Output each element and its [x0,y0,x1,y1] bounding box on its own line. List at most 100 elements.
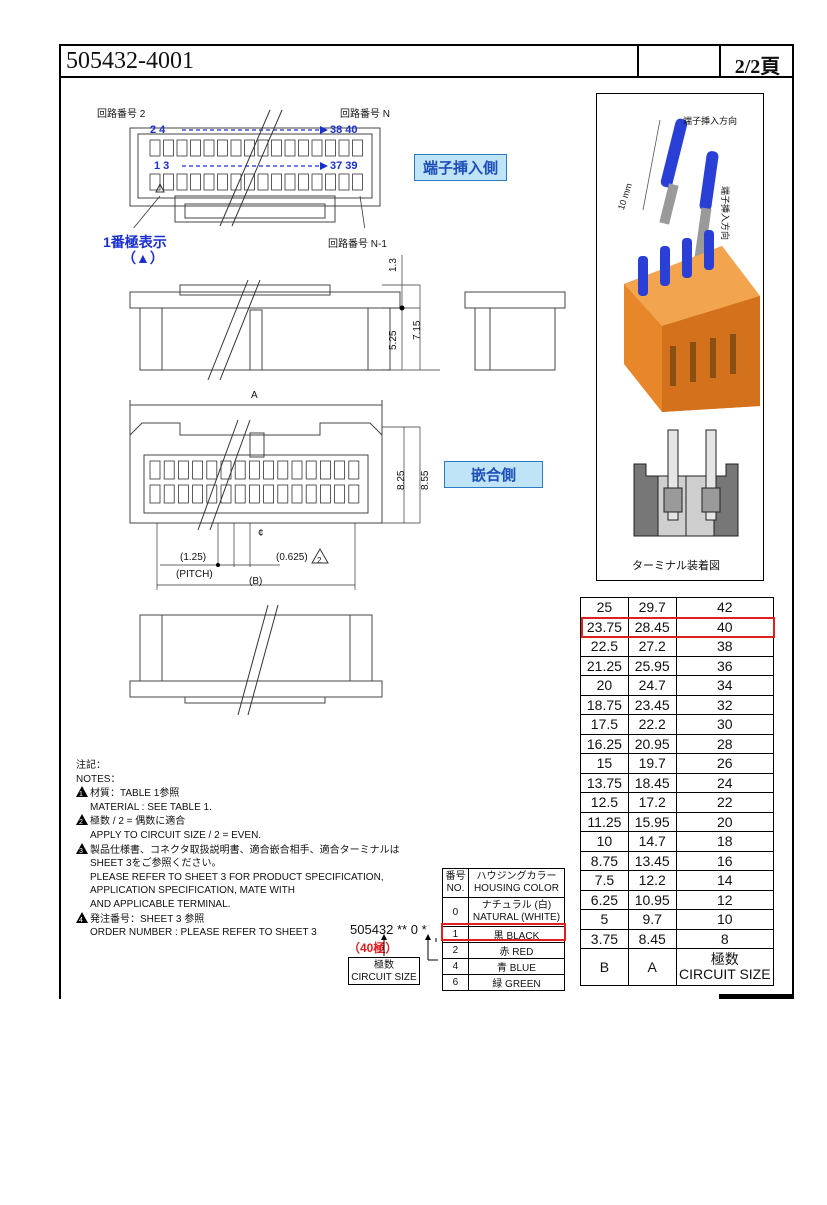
terminal-slot [244,173,255,191]
cell-b: 10 [580,831,629,852]
cell-a: 29.7 [627,597,677,618]
mating-slot [348,484,360,504]
document-number: 505432-4001 [66,48,194,74]
cell-b: 5 [580,909,629,930]
cell-a: 13.45 [627,850,677,871]
cell-circuit-size: 24 [675,772,775,793]
mating-slot [291,484,303,504]
cell-circuit-size: 36 [675,655,775,676]
cell-circuit-size: 42 [675,597,775,618]
cell-a: 12.2 [627,870,677,891]
highlight-black-color [441,923,566,941]
terminal-side-label: 端子挿入側 [414,154,508,181]
cell-b: 22.5 [580,636,629,657]
mating-slot [277,484,289,504]
terminal-mount-caption: ターミナル装着図 [632,560,720,572]
cell-b: 8.75 [580,850,629,871]
cell-circuit-size: 18 [675,831,775,852]
circuit-2-label: 回路番号 2 [97,109,146,120]
mating-slot [291,460,303,480]
mating-slot [220,460,232,480]
mating-slot [234,484,246,504]
cell-a: 24.7 [627,675,677,696]
terminal-slot [244,139,255,157]
order-size-jp: 極数 [374,960,394,971]
cell-b: 6.25 [580,889,629,910]
cell-b: 25 [580,597,629,618]
dim-5-25: 5.25 [388,330,399,350]
terminal-slot [203,139,215,157]
color-row-red: 2 赤 RED [442,942,566,959]
mating-slot [178,484,189,504]
note-3-en-2: APPLICATION SPECIFICATION, MATE WITH [90,885,296,897]
cell-b: 21.25 [580,655,629,676]
cell-circuit-size: 34 [675,675,775,696]
terminal-slot [149,139,161,157]
terminal-slot [284,173,296,191]
mating-slot [149,484,161,504]
pole1-marker-label: （▲） [122,250,164,266]
cell-a: 27.2 [627,636,677,657]
note-3-en-1: PLEASE REFER TO SHEET 3 FOR PRODUCT SPEC… [90,871,384,883]
terminal-slot [271,139,282,157]
cell-a: 14.7 [627,831,677,852]
terminal-slot [271,173,282,191]
even-end-label: 38 40 [330,124,358,136]
cell-b: 16.25 [580,733,629,754]
even-start-label: 2 4 [150,124,166,136]
mating-slot [305,460,317,480]
bottom-view-drawing [129,605,383,715]
cell-circuit-size: 20 [675,811,775,832]
mating-slot [319,460,331,480]
cell-circuit-size: 30 [675,714,775,735]
mating-slot [234,460,246,480]
note-3-jp-1: 製品仕様書、コネクタ取扱説明書、適合嵌合相手、適合ターミナルは [90,844,400,856]
cell-b: 12.5 [580,792,629,813]
mating-slot [319,484,331,504]
cell-a: 8.45 [627,928,677,949]
cell-a: 25.95 [627,655,677,676]
cell-a: 20.95 [627,733,677,754]
note-3-en-3: AND APPLICABLE TERMINAL. [90,898,231,910]
mating-slot [192,460,203,480]
dim-7-15: 7.15 [412,320,423,340]
cell-circuit-size: 14 [675,870,775,891]
mating-slot [334,484,346,504]
note-1-jp: 材質：TABLE 1参照 [90,788,180,800]
mating-slot [220,484,232,504]
highlight-40-circuits [581,617,775,638]
insert-direction-label: 端子挿入方向 [683,116,738,126]
dim-a: A [251,390,258,401]
terminal-slot [149,173,161,191]
terminal-slot [163,139,174,157]
pitch-label: (PITCH) [176,569,213,580]
mating-slot [305,484,317,504]
note-2-en: APPLY TO CIRCUIT SIZE / 2 = EVEN. [90,829,262,841]
cell-a: 15.95 [627,811,677,832]
header-divider [719,44,721,78]
terminal-slot [190,139,201,157]
cell-circuit-size: 26 [675,753,775,774]
cell-circuit-size: 12 [675,889,775,910]
terminal-slot [257,139,269,157]
note-triangle-icon: 1 [76,786,88,798]
terminal-slot [203,173,215,191]
color-row-natural: 0 ナチュラル (白)NATURAL (WHITE) [442,897,566,927]
cell-a: 19.7 [627,753,677,774]
cell-a: 28.45 [627,616,677,637]
cell-circuit-size: 28 [675,733,775,754]
circuit-n1-label: 回路番号 N-1 [328,239,387,250]
mating-slot [206,484,218,504]
terminal-slot [325,139,336,157]
